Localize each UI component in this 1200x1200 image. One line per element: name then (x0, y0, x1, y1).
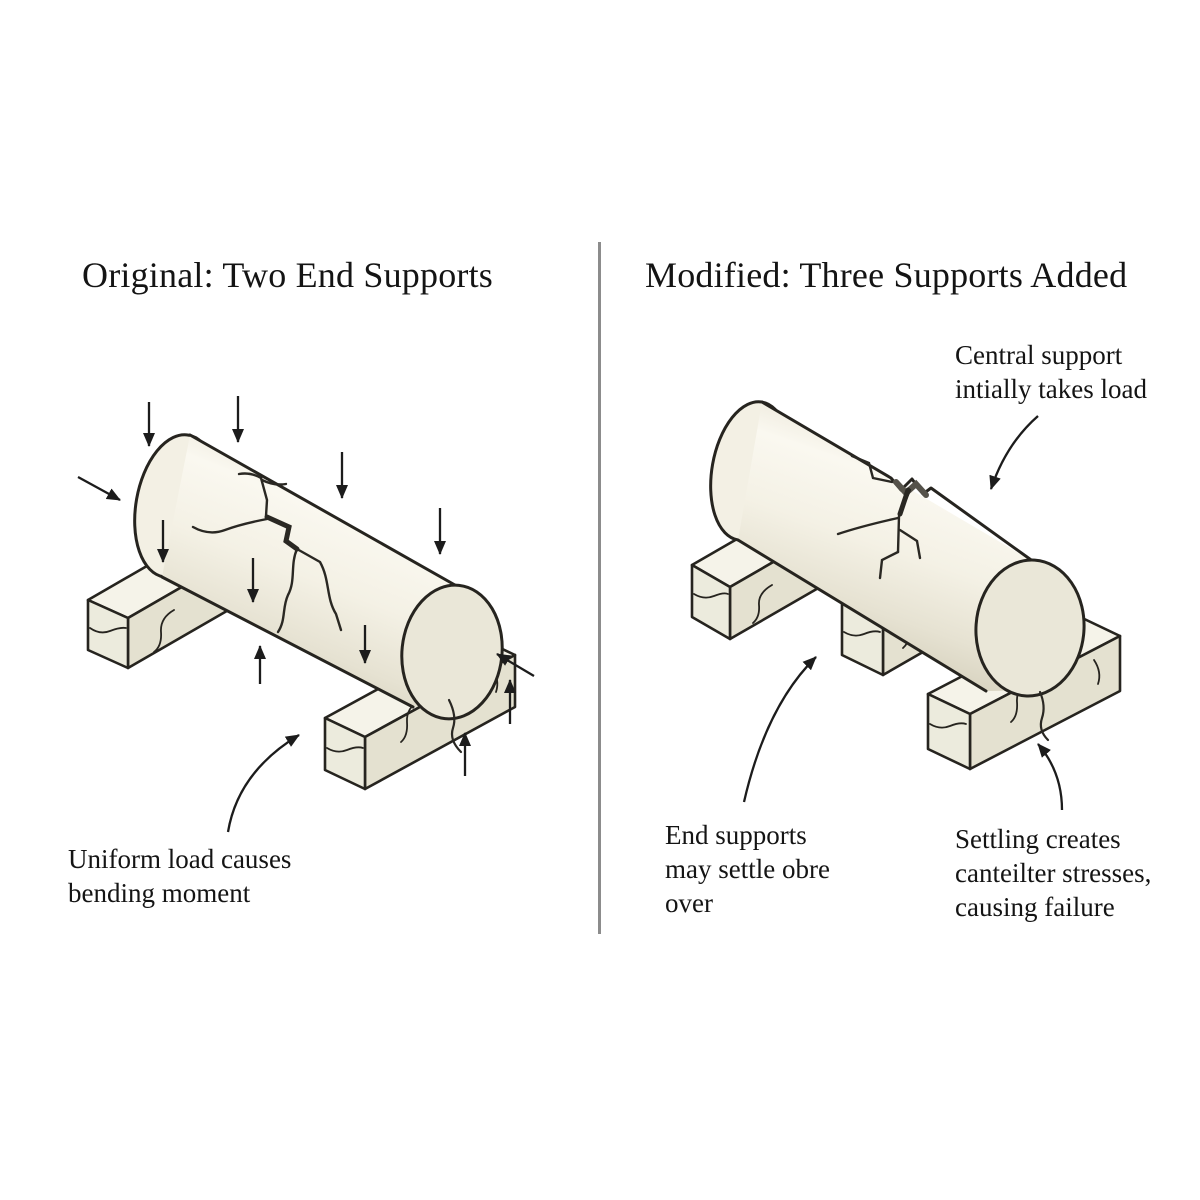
wood-crack (153, 609, 175, 653)
left-figure (77, 396, 535, 833)
annotation-arrow (226, 734, 300, 833)
bending-crack (191, 472, 343, 634)
annotation-line: may settle obre (665, 854, 830, 884)
end-crack (447, 698, 463, 754)
central-crack (836, 454, 929, 580)
annotation-arrows (742, 415, 1064, 811)
log-end-near (974, 558, 1086, 698)
right-figure (690, 400, 1122, 811)
annotation-line: canteilter stresses, (955, 858, 1152, 888)
wood-crack (89, 626, 127, 634)
end-crack (1038, 690, 1050, 742)
oblique-arrow-icon (496, 653, 535, 677)
left-caption: Uniform load causes bending moment (68, 842, 291, 910)
caption-line: Uniform load causes (68, 844, 292, 874)
caption-line: bending moment (68, 878, 251, 908)
wood-crack (929, 722, 967, 729)
annotation-arrow-settling (1037, 743, 1064, 811)
annotation-line: End supports (665, 820, 807, 850)
log-cylinder (709, 400, 1086, 742)
oblique-arrow-icon (77, 475, 121, 502)
annotation-central-support: Central support intially takes load (955, 338, 1147, 406)
annotation-line: Settling creates (955, 824, 1121, 854)
annotation-line: causing failure (955, 892, 1115, 922)
right-panel-title: Modified: Three Supports Added (645, 255, 1128, 295)
wood-crack (752, 584, 773, 624)
wood-crack (693, 592, 729, 599)
annotation-end-supports: End supports may settle obre over (665, 818, 830, 920)
annotation-line: intially takes load (955, 374, 1147, 404)
log-cylinder (133, 433, 504, 754)
panel-divider (598, 242, 601, 934)
annotation-arrow-end-supports (742, 656, 817, 803)
wood-crack (843, 630, 881, 637)
annotation-line: Central support (955, 340, 1123, 370)
reaction-arrows (77, 475, 535, 776)
load-arrows (143, 396, 446, 664)
annotation-settling: Settling creates canteilter stresses, ca… (955, 822, 1151, 924)
annotation-line: over (665, 888, 713, 918)
wood-crack (326, 746, 364, 753)
wood-crack (1093, 659, 1101, 685)
annotation-arrow-central (989, 415, 1039, 490)
left-panel-title: Original: Two End Supports (82, 255, 494, 295)
